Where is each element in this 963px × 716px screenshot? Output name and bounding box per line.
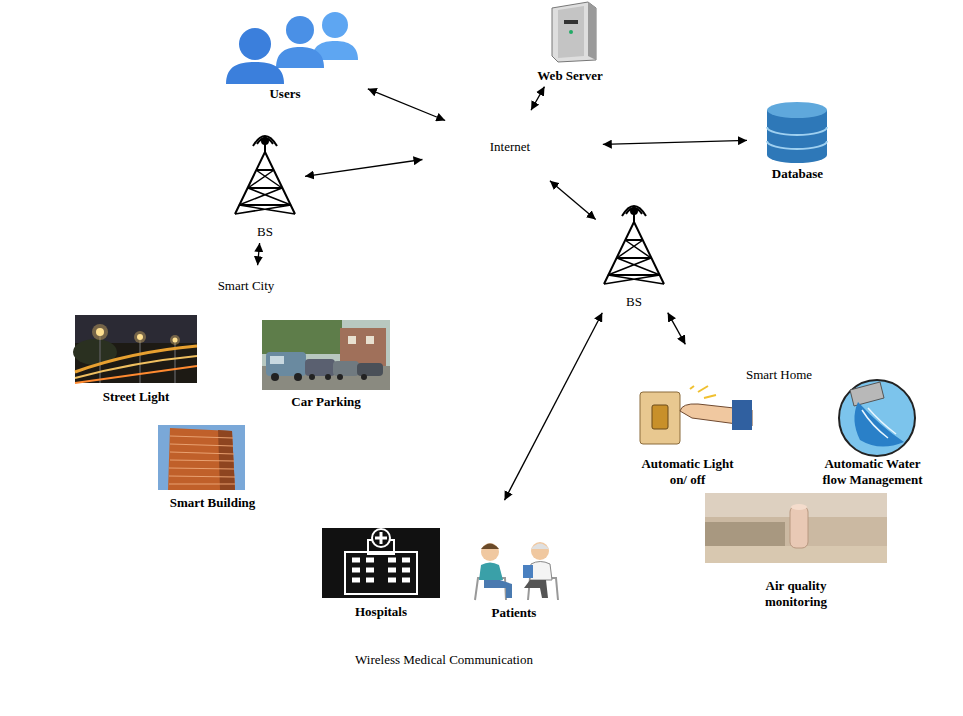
node-label: Web Server — [537, 68, 602, 84]
link-arrow — [368, 89, 445, 121]
database-icon — [767, 102, 827, 163]
link-arrow — [550, 181, 596, 220]
node-label: BS — [626, 294, 642, 310]
ellipse-shape — [236, 499, 651, 716]
link-arrow — [305, 160, 423, 177]
base-station: BS — [598, 194, 670, 310]
server-icon — [552, 2, 596, 62]
link-arrow — [668, 313, 686, 345]
node-label: Automatic Water flow Management — [815, 456, 930, 489]
zone-ellipse: Smart CityStreet Light Car ParkingSmart B… — [8, 268, 484, 524]
water-flow-picture — [839, 380, 915, 456]
ellipse-shape — [584, 327, 963, 699]
link-arrow — [505, 313, 603, 501]
application-node: Hospitals — [318, 526, 444, 620]
ellipse-outline — [235, 498, 653, 716]
node-label: Automatic Light on/ off — [633, 456, 743, 489]
node-label: Smart Building — [170, 495, 256, 511]
link-arrow — [603, 140, 747, 144]
database-node: Database — [750, 96, 845, 182]
car-parking-photo — [262, 320, 390, 390]
tower-icon — [235, 136, 295, 214]
link-arrow — [531, 87, 545, 111]
node-label: Hospitals — [355, 604, 407, 620]
light-switch-picture — [625, 385, 752, 447]
node-label: Street Light — [103, 389, 170, 405]
node-label: Car Parking — [291, 394, 360, 410]
base-station: BS — [228, 124, 302, 240]
node-label: Users — [269, 86, 300, 102]
application-node: Automatic Water flow Management — [795, 383, 950, 488]
air-quality-photo — [705, 493, 887, 563]
cloud-shape — [428, 115, 594, 181]
user-node: Users — [205, 8, 365, 102]
application-node: Patients — [460, 533, 568, 621]
node-label: Wireless Medical Communication — [355, 652, 533, 668]
zone-ellipse: Smart HomeAutomatic Light on/ off Automat… — [583, 325, 963, 700]
link-arrow — [258, 243, 260, 265]
tower-icon — [604, 206, 664, 284]
application-node: Street Light — [72, 313, 200, 405]
application-node: Automatic Light on/ off — [620, 383, 755, 488]
patients-picture — [475, 542, 558, 600]
zone-ellipse: Wireless Medical Communication Hospitals P… — [235, 498, 653, 716]
hospital-icon — [322, 528, 440, 598]
server-node: Web Server — [520, 0, 620, 84]
application-node: Air quality monitoring — [700, 490, 892, 610]
application-node: Smart Building — [150, 423, 275, 511]
node-label: BS — [257, 224, 273, 240]
internet-cloud: Internet — [420, 112, 600, 182]
node-label: Smart Home — [746, 367, 812, 383]
street-light-photo — [73, 315, 197, 383]
node-label: Air quality monitoring — [746, 578, 846, 611]
users-icon — [226, 12, 358, 84]
node-label: Internet — [490, 139, 530, 155]
node-label: Patients — [492, 605, 537, 621]
building-photo — [158, 425, 245, 490]
node-label: Smart City — [218, 278, 275, 294]
ellipse-outline — [8, 268, 484, 524]
ellipse-shape — [9, 269, 482, 523]
node-label: Database — [772, 166, 823, 182]
application-node: Car Parking — [258, 318, 394, 410]
